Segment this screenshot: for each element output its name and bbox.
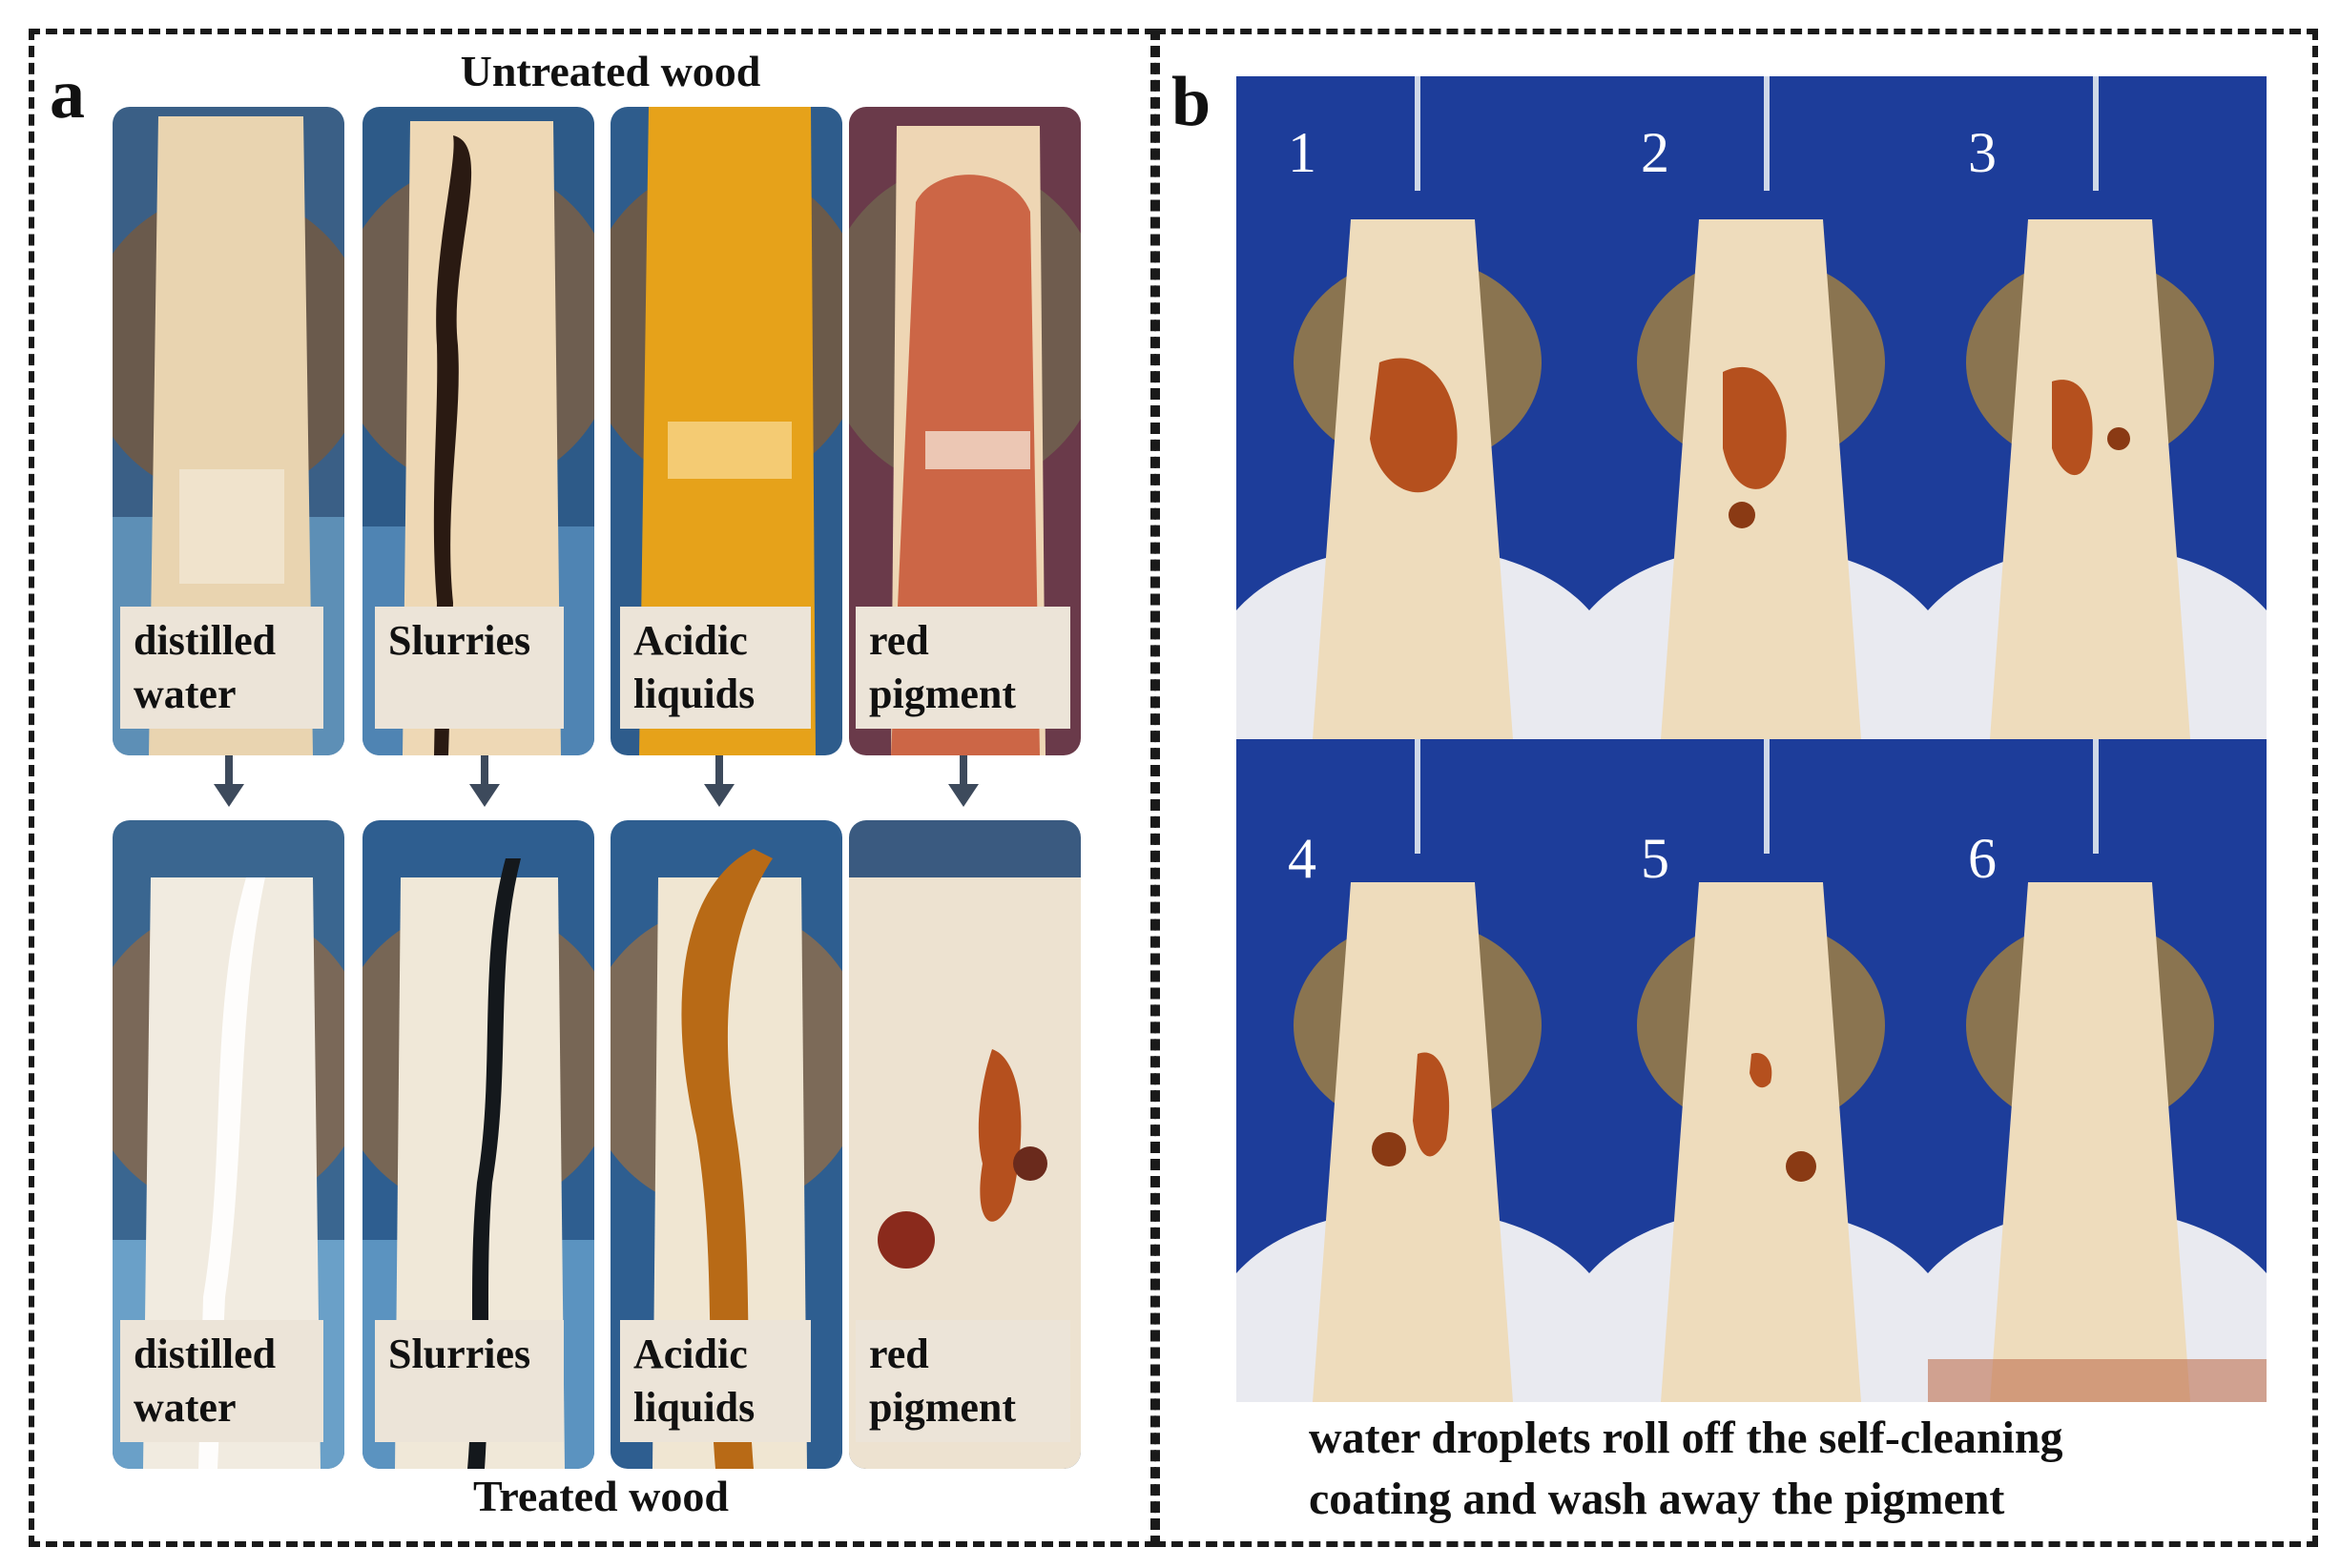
treated-wood-heading: Treated wood [473, 1472, 729, 1520]
caption-line-1: water droplets roll off the self-cleanin… [1309, 1413, 2063, 1463]
label-line-1: distilled [134, 617, 277, 664]
label-line-2: pigment [869, 1384, 1016, 1431]
untreated-label-red-pigment: red pigment [856, 607, 1070, 729]
down-arrow-icon [948, 755, 979, 807]
label-line-1: Slurries [388, 1331, 531, 1377]
frame-number-4: 4 [1288, 827, 1316, 890]
untreated-wood-heading: Untreated wood [460, 47, 761, 95]
down-arrow-icon [469, 755, 500, 807]
sequence-frame-3 [1928, 76, 2267, 739]
label-line-1: red [869, 617, 929, 664]
untreated-label-distilled-water: distilled water [120, 607, 323, 729]
label-line-2: liquids [633, 671, 756, 717]
frame-number-1: 1 [1288, 121, 1316, 184]
sequence-frame-1 [1236, 76, 1589, 739]
frame-number-5: 5 [1641, 827, 1669, 890]
frame-number-6: 6 [1968, 827, 1997, 890]
label-line-2: liquids [633, 1384, 756, 1431]
treated-label-slurries: Slurries [375, 1320, 564, 1442]
down-arrow-icon [214, 755, 244, 807]
sequence-frame-4 [1236, 739, 1589, 1402]
label-line-1: red [869, 1331, 929, 1377]
treated-label-red-pigment: red pigment [856, 1320, 1070, 1442]
caption-line-2: coating and wash away the pigment [1309, 1474, 2005, 1524]
treated-label-acidic-liquids: Acidic liquids [620, 1320, 811, 1442]
untreated-label-acidic-liquids: Acidic liquids [620, 607, 811, 729]
panel-a-border [29, 29, 1156, 1547]
sequence-frame-2 [1589, 76, 1928, 739]
treated-label-distilled-water: distilled water [120, 1320, 323, 1442]
label-line-1: Slurries [388, 617, 531, 664]
frame-number-2: 2 [1641, 121, 1669, 184]
sequence-frame-6 [1928, 739, 2267, 1402]
label-line-1: Acidic [633, 617, 748, 664]
frame-number-3: 3 [1968, 121, 1997, 184]
label-line-2: pigment [869, 671, 1016, 717]
panel-b-caption: water droplets roll off the self-cleanin… [1309, 1408, 2263, 1530]
untreated-label-slurries: Slurries [375, 607, 564, 729]
untreated-slurries-photo [362, 107, 594, 755]
label-line-2: water [134, 671, 237, 717]
down-arrow-icon [704, 755, 735, 807]
label-line-1: Acidic [633, 1331, 748, 1377]
panel-b-letter: b [1171, 63, 1211, 141]
sequence-frame-5 [1589, 739, 1928, 1402]
panel-b-border [1154, 29, 2318, 1547]
label-line-2: water [134, 1384, 237, 1431]
label-line-1: distilled [134, 1331, 277, 1377]
panel-a-letter: a [50, 55, 85, 134]
